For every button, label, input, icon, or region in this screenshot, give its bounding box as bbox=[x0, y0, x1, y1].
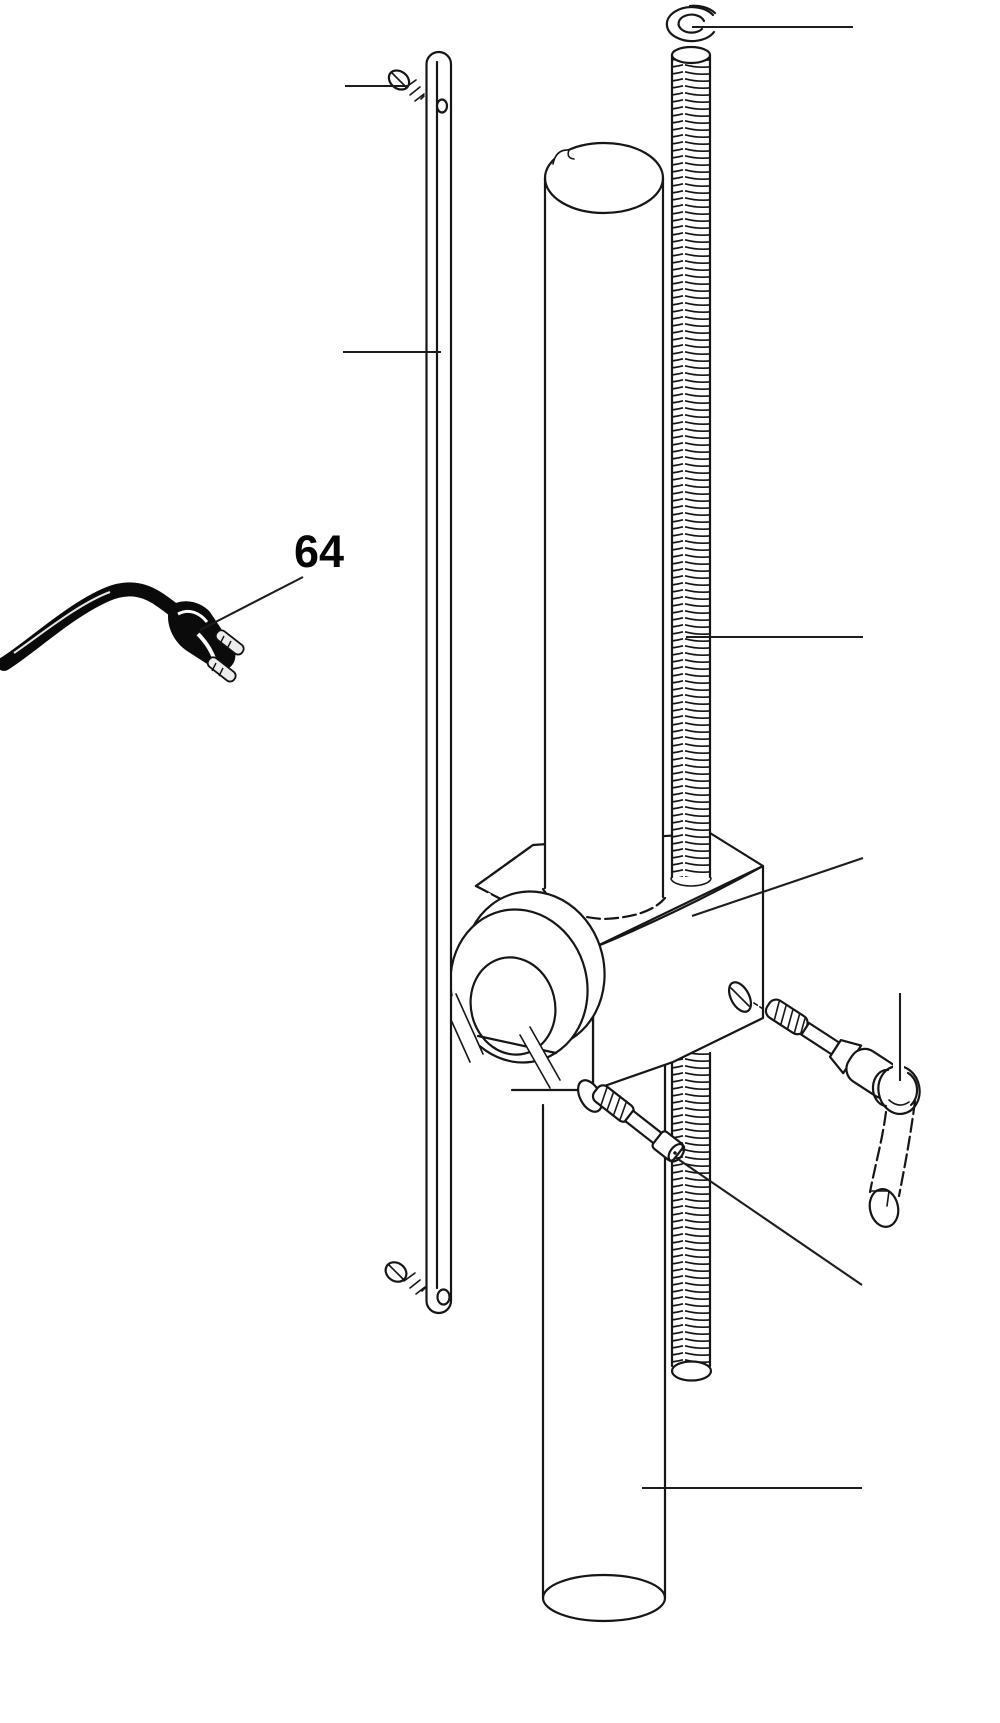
threaded-rod-upper-section bbox=[670, 45, 712, 887]
threaded-rod-lower-section bbox=[670, 1051, 713, 1382]
clamp-boss bbox=[442, 890, 606, 1089]
guide-bar-hole-top bbox=[435, 98, 449, 114]
lock-washer bbox=[665, 4, 717, 43]
set-screw bbox=[591, 1084, 686, 1163]
boss-bore bbox=[469, 956, 557, 1056]
column-bottom-rim bbox=[541, 1573, 667, 1623]
part-label-64: 64 bbox=[294, 526, 344, 577]
guide-bar-screw-bottom bbox=[384, 1261, 426, 1295]
plug-prongs bbox=[206, 629, 245, 683]
power-cord bbox=[0, 582, 205, 671]
rod-bottom-cap bbox=[670, 1360, 713, 1382]
rod-entry-hole bbox=[670, 877, 712, 887]
clamp-bolt-hole bbox=[727, 981, 764, 1013]
screw-slot bbox=[391, 72, 407, 88]
carriage-block-details bbox=[442, 887, 764, 1113]
clamp-handle bbox=[868, 1062, 921, 1228]
power-cord-plug bbox=[0, 582, 245, 683]
guide-bar bbox=[425, 50, 453, 1315]
upper-column-tube bbox=[543, 141, 665, 910]
handle-lever bbox=[868, 1110, 888, 1194]
leader-lines bbox=[199, 25, 902, 1490]
leader-set-screw bbox=[674, 1156, 863, 1286]
leader-power-cord bbox=[199, 576, 304, 631]
rod-top-cap bbox=[670, 45, 712, 65]
handle-grip-end bbox=[868, 1188, 900, 1228]
clamp-bolt-collar bbox=[828, 1038, 863, 1075]
block-front-right-face bbox=[591, 864, 765, 1092]
lower-column-tube bbox=[541, 1056, 667, 1623]
rim-notch bbox=[552, 149, 575, 165]
leader-carriage-block bbox=[691, 857, 864, 917]
guide-bar-hole-bottom bbox=[436, 1288, 451, 1306]
screw-slot bbox=[388, 1264, 404, 1280]
guide-bar-screw-top bbox=[387, 69, 425, 102]
